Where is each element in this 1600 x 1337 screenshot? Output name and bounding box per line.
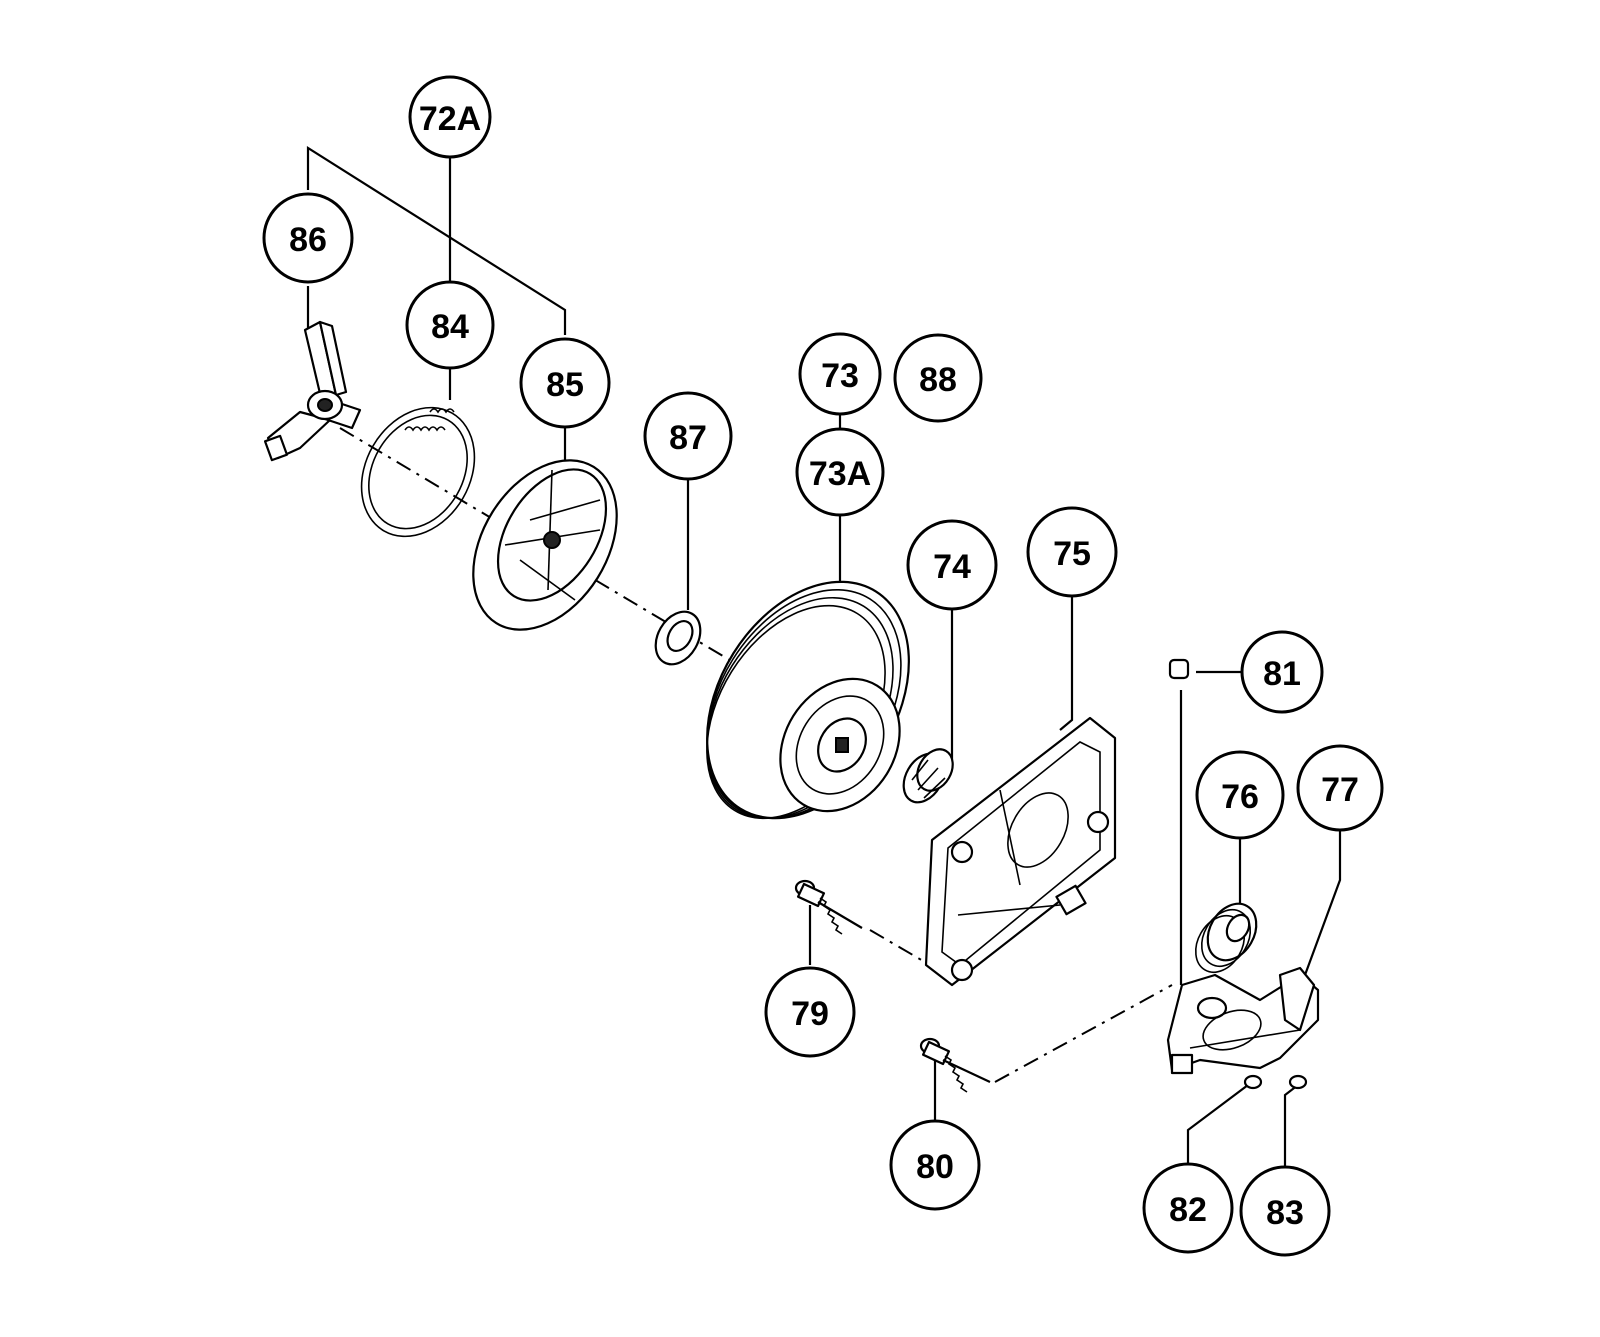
- callout-76-label: 76: [1221, 778, 1259, 816]
- callout-88-label: 88: [919, 361, 957, 399]
- part-81-cap: [1168, 658, 1190, 680]
- callout-77: 77: [1296, 744, 1384, 832]
- part-73a-clutch-drum: [706, 580, 910, 820]
- part-85-clutch-shoes: [472, 459, 618, 631]
- axis-79: [869, 929, 931, 966]
- callout-75-label: 75: [1053, 535, 1091, 573]
- leader-83-part: [1283, 1084, 1299, 1178]
- part-76-worm-gear: [1194, 902, 1258, 974]
- callout-84: 84: [405, 280, 495, 370]
- callout-72a: 72A: [408, 75, 492, 159]
- callout-75: 75: [1026, 506, 1118, 598]
- part-77-oil-pump: [1166, 966, 1320, 1075]
- part-74-needle-bearing: [902, 748, 954, 804]
- leader-72a-bracket: [306, 146, 567, 335]
- callout-85: 85: [519, 337, 611, 429]
- part-79-bolt: [794, 879, 863, 935]
- part-80-bolt: [919, 1037, 991, 1093]
- callout-87: 87: [643, 391, 733, 481]
- part-82-o-ring: [1243, 1074, 1263, 1090]
- callout-73-label: 73: [821, 357, 859, 395]
- callout-79-label: 79: [791, 995, 829, 1033]
- callout-86: 86: [262, 192, 354, 284]
- leader-75-part: [1059, 597, 1074, 731]
- callout-76: 76: [1195, 750, 1285, 840]
- part-83-o-ring: [1288, 1074, 1308, 1090]
- callout-72a-label: 72A: [419, 100, 481, 138]
- callout-80: 80: [889, 1119, 981, 1211]
- callout-83: 83: [1239, 1165, 1331, 1257]
- callout-77-label: 77: [1321, 771, 1359, 809]
- callout-88: 88: [893, 333, 983, 423]
- callout-82: 82: [1142, 1162, 1234, 1254]
- part-75-chain-plate: [924, 716, 1117, 987]
- callout-80-label: 80: [916, 1148, 954, 1186]
- part-87-washer: [654, 610, 702, 666]
- callout-86-label: 86: [289, 221, 327, 259]
- part-84-clutch-spring: [360, 406, 476, 538]
- callout-85-label: 85: [546, 366, 584, 404]
- callout-73a-label: 73A: [809, 455, 871, 493]
- callout-84-label: 84: [431, 308, 469, 346]
- callout-81: 81: [1240, 630, 1324, 714]
- callout-82-label: 82: [1169, 1191, 1207, 1229]
- leader-lines: [306, 146, 1342, 1178]
- callout-74-label: 74: [933, 548, 971, 586]
- leader-77-part: [1303, 830, 1342, 976]
- callout-74: 74: [906, 519, 998, 611]
- leader-82-part: [1186, 1084, 1249, 1178]
- callout-73: 73: [798, 332, 882, 416]
- callout-73a: 73A: [795, 427, 885, 517]
- callout-81-label: 81: [1263, 655, 1301, 693]
- callout-83-label: 83: [1266, 1194, 1304, 1232]
- part-86-clutch-spider: [263, 320, 362, 462]
- axis-80: [994, 984, 1173, 1083]
- callout-79: 79: [764, 966, 856, 1058]
- callout-87-label: 87: [669, 419, 707, 457]
